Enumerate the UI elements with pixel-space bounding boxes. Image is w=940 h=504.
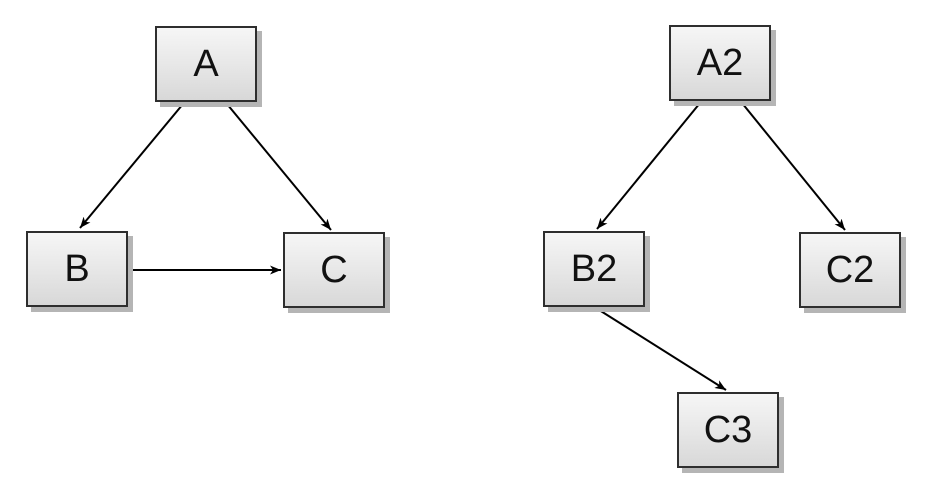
edge-A-to-B — [79, 103, 184, 229]
edge-A2-to-B2 — [596, 102, 701, 230]
node-A2: A2 — [669, 25, 771, 101]
node-C3-label: C3 — [703, 409, 753, 451]
node-C: C — [283, 232, 385, 308]
node-B-label: B — [64, 248, 90, 290]
node-B2: B2 — [543, 231, 645, 307]
edge-A2-to-C2 — [741, 102, 846, 231]
node-C-label: C — [320, 249, 348, 291]
node-A2-label: A2 — [696, 42, 744, 84]
node-C2-label: C2 — [825, 249, 875, 291]
node-B: B — [26, 231, 128, 307]
edge-A-to-C — [226, 103, 332, 231]
node-B2-label: B2 — [570, 248, 618, 290]
node-A-label: A — [193, 43, 219, 85]
node-C3: C3 — [677, 392, 779, 468]
node-A: A — [155, 26, 257, 102]
node-C2: C2 — [799, 232, 901, 308]
edge-B2-to-C3 — [595, 307, 727, 391]
